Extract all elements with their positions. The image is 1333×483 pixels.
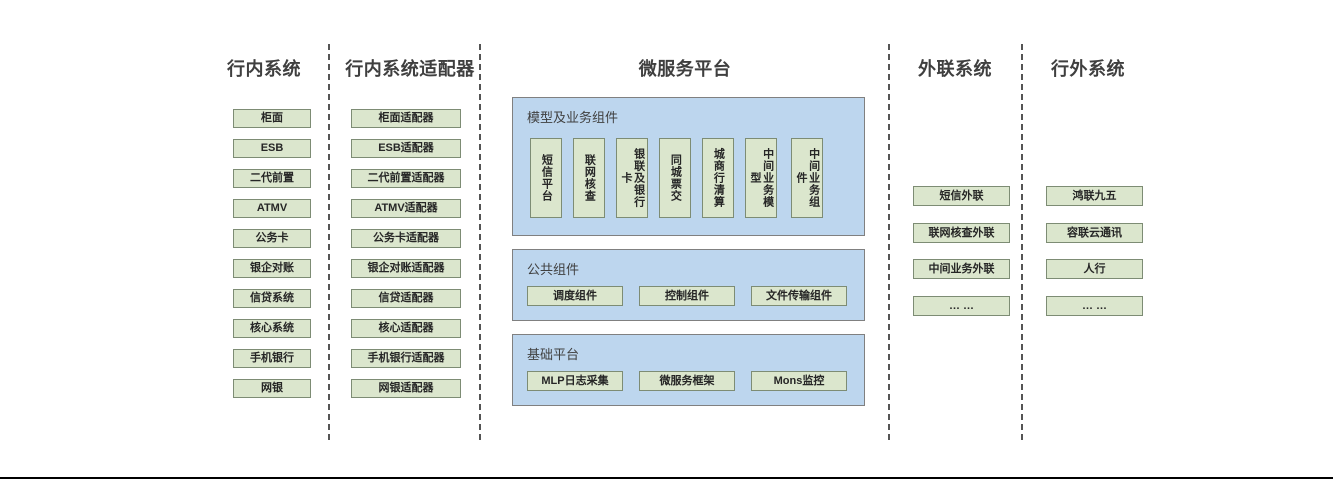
node-inner-system-adapter[interactable]: ESB适配器 (351, 139, 461, 158)
node-model-business-component[interactable]: 中间业务组件 (791, 138, 823, 218)
node-inner-system-adapter[interactable]: 公务卡适配器 (351, 229, 461, 248)
column-divider-1 (328, 44, 330, 440)
node-inner-system[interactable]: ATMV (233, 199, 311, 218)
panel-public-components: 公共组件 (512, 249, 865, 321)
column-divider-3 (888, 44, 890, 440)
node-external-link-system[interactable]: 联网核查外联 (913, 223, 1010, 243)
node-inner-system-adapter[interactable]: 核心适配器 (351, 319, 461, 338)
node-inner-system-adapter[interactable]: 信贷适配器 (351, 289, 461, 308)
node-model-business-component[interactable]: 短信平台 (530, 138, 562, 218)
node-inner-system[interactable]: 二代前置 (233, 169, 311, 188)
panel-title: 基础平台 (527, 347, 580, 362)
node-inner-system[interactable]: 手机银行 (233, 349, 311, 368)
node-outside-bank-system[interactable]: … … (1046, 296, 1143, 316)
node-base-platform-component[interactable]: Mons监控 (751, 371, 847, 391)
node-model-business-component[interactable]: 中间业务模型 (745, 138, 777, 218)
node-outside-bank-system[interactable]: 容联云通讯 (1046, 223, 1143, 243)
node-inner-system[interactable]: 柜面 (233, 109, 311, 128)
node-inner-system-adapter[interactable]: 柜面适配器 (351, 109, 461, 128)
node-outside-bank-system[interactable]: 鸿联九五 (1046, 186, 1143, 206)
node-external-link-system[interactable]: … … (913, 296, 1010, 316)
node-inner-system[interactable]: 公务卡 (233, 229, 311, 248)
panel-title: 模型及业务组件 (527, 110, 619, 125)
column-header-inner-system-adapters: 行内系统适配器 (345, 59, 475, 79)
node-model-business-component[interactable]: 银联及银行卡 (616, 138, 648, 218)
node-inner-system[interactable]: ESB (233, 139, 311, 158)
node-inner-system-adapter[interactable]: 手机银行适配器 (351, 349, 461, 368)
panel-base-platform: 基础平台 (512, 334, 865, 406)
node-external-link-system[interactable]: 中间业务外联 (913, 259, 1010, 279)
node-public-component[interactable]: 文件传输组件 (751, 286, 847, 306)
bottom-divider (0, 477, 1333, 479)
node-external-link-system[interactable]: 短信外联 (913, 186, 1010, 206)
node-inner-system[interactable]: 核心系统 (233, 319, 311, 338)
column-divider-4 (1021, 44, 1023, 440)
node-inner-system[interactable]: 银企对账 (233, 259, 311, 278)
column-header-inner-systems: 行内系统 (227, 59, 301, 79)
node-base-platform-component[interactable]: 微服务框架 (639, 371, 735, 391)
node-public-component[interactable]: 控制组件 (639, 286, 735, 306)
node-inner-system-adapter[interactable]: 网银适配器 (351, 379, 461, 398)
node-inner-system-adapter[interactable]: 二代前置适配器 (351, 169, 461, 188)
node-model-business-component[interactable]: 同城票交 (659, 138, 691, 218)
node-base-platform-component[interactable]: MLP日志采集 (527, 371, 623, 391)
node-inner-system[interactable]: 信贷系统 (233, 289, 311, 308)
node-inner-system-adapter[interactable]: ATMV适配器 (351, 199, 461, 218)
node-public-component[interactable]: 调度组件 (527, 286, 623, 306)
node-inner-system[interactable]: 网银 (233, 379, 311, 398)
column-header-outside-bank-systems: 行外系统 (1051, 59, 1125, 79)
column-header-microservice-platform: 微服务平台 (638, 59, 732, 79)
node-outside-bank-system[interactable]: 人行 (1046, 259, 1143, 279)
node-model-business-component[interactable]: 联网核查 (573, 138, 605, 218)
node-inner-system-adapter[interactable]: 银企对账适配器 (351, 259, 461, 278)
panel-title: 公共组件 (527, 262, 580, 277)
node-model-business-component[interactable]: 城商行清算 (702, 138, 734, 218)
column-divider-2 (479, 44, 481, 440)
column-header-external-link-systems: 外联系统 (918, 59, 992, 79)
